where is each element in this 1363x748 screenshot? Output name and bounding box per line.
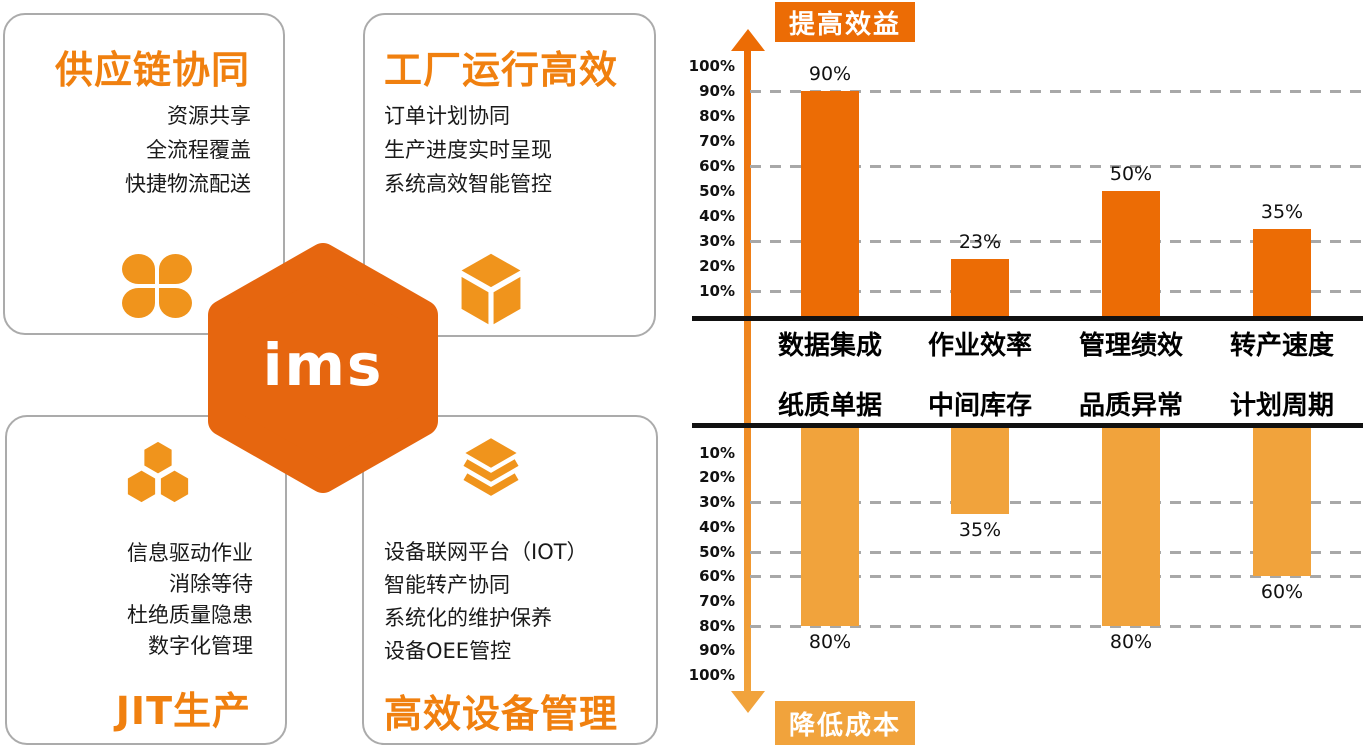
y-tick-label: 70% (699, 132, 735, 150)
honeycomb-icon (127, 441, 189, 503)
card-item-list: 设备联网平台（IOT） 智能转产协同 系统化的维护保养 设备OEE管控 (384, 536, 588, 668)
bar (1253, 228, 1311, 316)
card-supply-chain: 供应链协同 资源共享 全流程覆盖 快捷物流配送 (3, 13, 285, 335)
y-tick-label: 10% (699, 443, 735, 462)
bar-value-label: 80% (1109, 630, 1153, 653)
bar-value-label: 80% (808, 630, 852, 653)
clover-petal (159, 254, 192, 284)
card-item: 生产进度实时呈现 (384, 138, 552, 162)
y-tick-label: 30% (699, 493, 735, 512)
clover-petal (159, 288, 192, 318)
cost-label-box: 降低成本 (775, 701, 915, 745)
category-label: 计划周期 (1229, 391, 1334, 421)
card-title: 工厂运行高效 (384, 48, 619, 92)
benefit-label-box: 提高效益 (775, 2, 915, 42)
category-label: 管理绩效 (1078, 331, 1183, 361)
arrow-down-icon (731, 691, 765, 713)
y-tick-label: 80% (699, 107, 735, 125)
logo-text: ims (262, 331, 384, 399)
y-tick-label: 40% (699, 517, 735, 536)
bar (951, 258, 1009, 316)
card-title: 高效设备管理 (384, 692, 619, 736)
card-item: 资源共享 (167, 104, 251, 128)
category-label: 品质异常 (1078, 391, 1183, 421)
grid-line (750, 550, 1363, 554)
grid-line (750, 165, 1363, 168)
bar (1102, 191, 1160, 316)
ims-hexagon-logo: ims (208, 243, 438, 493)
card-title: 供应链协同 (55, 48, 251, 92)
y-tick-label: 100% (688, 57, 735, 75)
y-tick-label: 20% (699, 468, 735, 487)
cube-icon (461, 253, 521, 325)
bar-value-label: 50% (1109, 163, 1153, 185)
card-equipment-management: 设备联网平台（IOT） 智能转产协同 系统化的维护保养 设备OEE管控 高效设备… (362, 415, 658, 745)
hexagon-shape (208, 243, 438, 493)
card-item: 快捷物流配送 (125, 172, 251, 196)
card-item-list: 信息驱动作业 消除等待 杜绝质量隐患 数字化管理 (127, 538, 253, 662)
bar-value-label: 35% (1260, 200, 1304, 223)
card-item: 数字化管理 (148, 634, 253, 658)
bar (1253, 428, 1311, 577)
y-tick-label: 10% (699, 282, 735, 300)
y-tick-label: 40% (699, 207, 735, 225)
arrow-up-icon (731, 29, 765, 51)
y-tick-label: 80% (699, 616, 735, 635)
bar (951, 428, 1009, 515)
card-item: 设备OEE管控 (384, 639, 512, 663)
grid-line (750, 624, 1363, 628)
y-tick-label: 20% (699, 257, 735, 275)
card-item-list: 订单计划协同 生产进度实时呈现 系统高效智能管控 (384, 99, 552, 201)
card-item: 系统化的维护保养 (384, 606, 552, 630)
grid-line (750, 240, 1363, 243)
card-item: 设备联网平台（IOT） (384, 540, 588, 564)
category-label: 转产速度 (1229, 331, 1334, 361)
y-tick-label: 100% (688, 666, 735, 684)
lower-axis-line (692, 423, 1363, 428)
bar-value-label: 23% (958, 230, 1002, 253)
y-tick-label: 60% (699, 157, 735, 175)
bar (1102, 428, 1160, 626)
category-label: 中间库存 (927, 391, 1032, 421)
card-item: 订单计划协同 (384, 104, 510, 128)
y-tick-label: 60% (699, 567, 735, 586)
y-tick-label: 90% (699, 82, 735, 100)
card-item: 信息驱动作业 (127, 541, 253, 565)
bar-value-label: 90% (808, 63, 852, 85)
bar (801, 428, 859, 626)
category-label: 作业效率 (927, 331, 1032, 361)
grid-line (750, 501, 1363, 505)
y-tick-label: 70% (699, 591, 735, 610)
bar-value-label: 60% (1260, 581, 1304, 604)
card-factory-efficiency: 工厂运行高效 订单计划协同 生产进度实时呈现 系统高效智能管控 (363, 13, 656, 337)
card-title: JIT生产 (115, 689, 251, 733)
card-item: 消除等待 (169, 572, 253, 596)
card-item: 全流程覆盖 (146, 138, 251, 162)
card-item: 智能转产协同 (384, 573, 510, 597)
category-label: 数据集成 (777, 331, 882, 361)
y-tick-label: 90% (699, 641, 735, 660)
upper-axis-line (692, 316, 1363, 321)
grid-line (750, 290, 1363, 293)
card-jit-production: 信息驱动作业 消除等待 杜绝质量隐患 数字化管理 JIT生产 (5, 415, 287, 745)
y-tick-label: 30% (699, 232, 735, 250)
category-label: 纸质单据 (777, 391, 882, 421)
bar-value-label: 35% (958, 519, 1002, 542)
clover-petal (122, 288, 155, 318)
clover-icon (122, 254, 192, 318)
grid-line (750, 90, 1363, 93)
card-item-list: 资源共享 全流程覆盖 快捷物流配送 (125, 99, 251, 201)
bar (801, 91, 859, 316)
layers-icon (463, 438, 519, 496)
clover-petal (122, 254, 155, 284)
vertical-axis-arrow (744, 48, 751, 693)
grid-line (750, 575, 1363, 579)
y-tick-label: 50% (699, 182, 735, 200)
card-item: 杜绝质量隐患 (127, 603, 253, 627)
y-tick-label: 50% (699, 542, 735, 561)
card-item: 系统高效智能管控 (384, 172, 552, 196)
